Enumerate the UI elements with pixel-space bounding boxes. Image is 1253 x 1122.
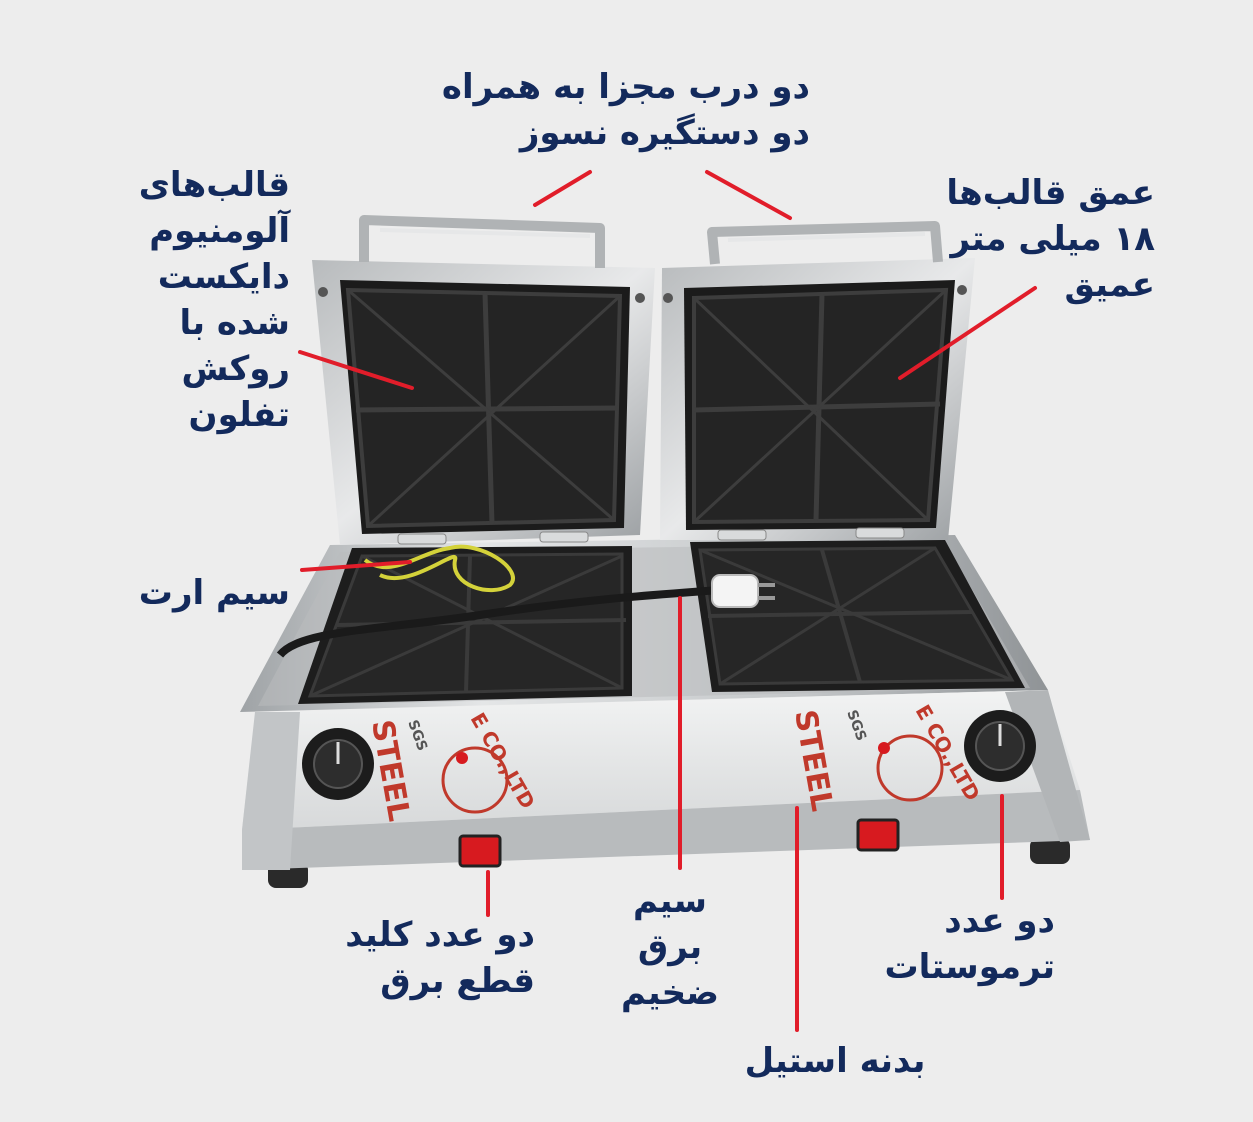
label-line: ۱۸ میلی متر — [950, 219, 1155, 259]
label-line: دو دستگیره نسوز — [519, 113, 810, 153]
label-line: دو عدد کلید — [345, 915, 535, 955]
label-line: دو درب مجزا به همراه — [441, 67, 810, 107]
label-steel-body: بدنه استیل — [720, 1038, 950, 1084]
label-line: شده با — [179, 303, 290, 343]
label-line: ضخیم — [621, 973, 719, 1013]
label-thermostats: دو عدد ترموستات — [880, 898, 1055, 990]
label-line: برق — [637, 927, 703, 967]
label-line: سیم ارت — [138, 573, 290, 613]
leader-lines — [298, 170, 1037, 1032]
label-line: سیم — [633, 881, 707, 921]
hinges — [397, 527, 905, 545]
left-lid — [312, 260, 655, 545]
bottom-right-plate — [690, 540, 1025, 692]
label-power-cable: سیم برق ضخیم — [605, 878, 735, 1016]
thermostat-left — [302, 728, 374, 800]
label-line: قطع برق — [380, 961, 535, 1001]
label-mold-depth: عمق قالب‌ها ۱۸ میلی متر عمیق — [945, 170, 1155, 308]
label-line: دو عدد — [944, 901, 1055, 941]
thermostat-right — [964, 710, 1036, 782]
label-line: بدنه استیل — [744, 1041, 926, 1081]
label-line: ترموستات — [884, 947, 1055, 987]
power-cable — [276, 574, 775, 658]
label-line: دایکست — [157, 257, 290, 297]
right-lid — [660, 258, 975, 540]
label-line: روکش — [181, 349, 290, 389]
label-line: عمیق — [1064, 265, 1155, 305]
label-line: عمق قالب‌ها — [946, 173, 1155, 213]
label-teflon-molds: قالب‌های آلومنیوم دایکست شده با روکش تفل… — [120, 162, 290, 438]
label-earth-wire: سیم ارت — [138, 570, 290, 616]
power-switches — [456, 742, 900, 868]
label-line: تفلون — [188, 395, 290, 435]
label-separate-lids: دو درب مجزا به همراه دو دستگیره نسوز — [441, 64, 810, 156]
lid-handles — [359, 215, 943, 268]
label-line: آلومنیوم — [149, 211, 290, 251]
label-power-switches: دو عدد کلید قطع برق — [300, 912, 535, 1004]
front-panel — [242, 690, 1090, 870]
label-line: قالب‌های — [138, 165, 290, 205]
earth-wire — [363, 544, 515, 593]
bottom-left-plate — [298, 546, 632, 704]
